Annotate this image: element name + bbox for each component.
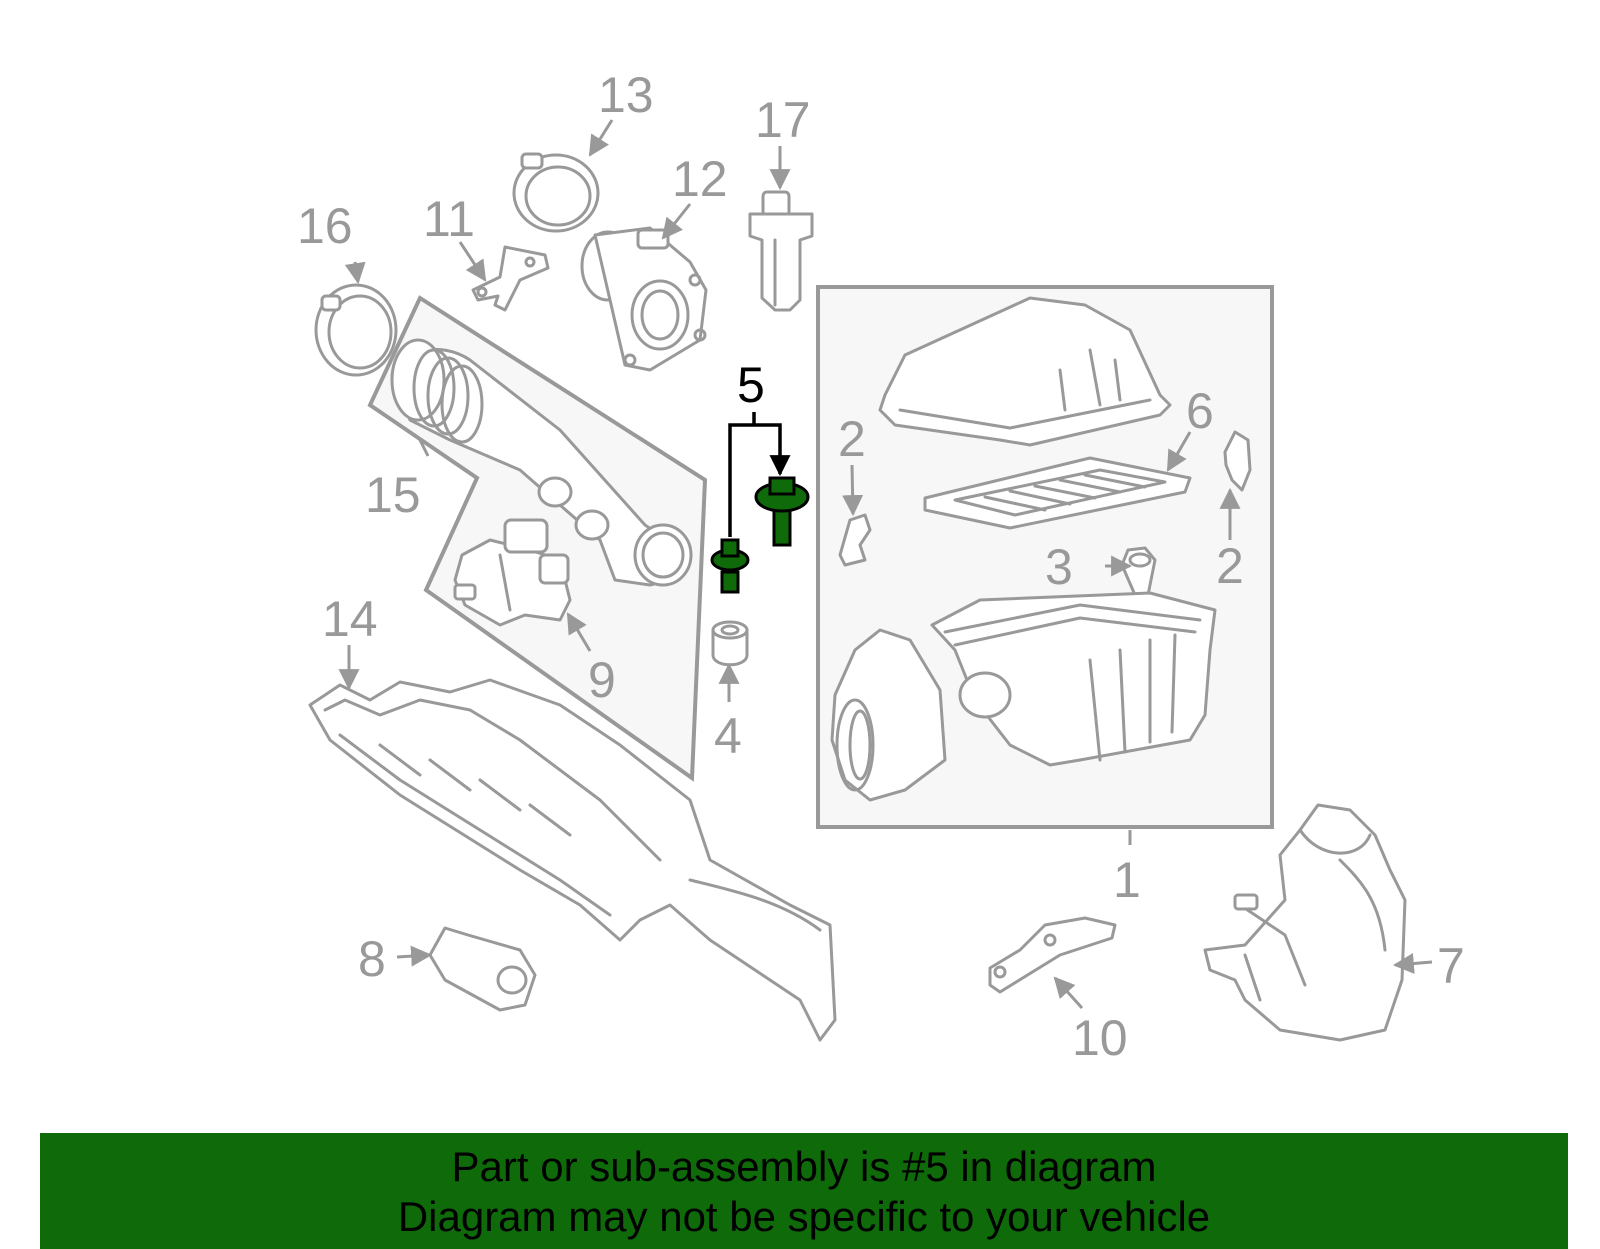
banner-line-disclaimer: Diagram may not be specific to your vehi… xyxy=(397,1193,1211,1240)
banner-line-part-number: Part or sub-assembly is #5 in diagram xyxy=(451,1143,1157,1190)
air-flow-sensor-17[interactable] xyxy=(748,190,814,312)
clip-2-left[interactable] xyxy=(838,513,872,567)
air-cleaner-case[interactable] xyxy=(930,591,1217,767)
callout-14: 14 xyxy=(322,591,378,647)
bracket-11[interactable] xyxy=(471,245,550,312)
callout-2-left: 2 xyxy=(838,411,866,467)
air-cleaner-lid[interactable] xyxy=(878,296,1172,447)
callout-5-bracket xyxy=(728,412,791,537)
air-cleaner-inlet[interactable] xyxy=(830,628,947,802)
clip-2-right[interactable] xyxy=(1223,430,1252,492)
callout-4: 4 xyxy=(714,708,742,764)
bolt-5-right[interactable] xyxy=(754,476,810,547)
bracket-8[interactable] xyxy=(428,926,537,1012)
info-banner: Part or sub-assembly is #5 in diagram Di… xyxy=(40,1133,1568,1249)
callout-2-right: 2 xyxy=(1216,538,1244,594)
throttle-body-12[interactable] xyxy=(580,226,708,372)
grommet-4[interactable] xyxy=(711,620,749,667)
clamp-16[interactable] xyxy=(314,283,398,377)
callout-12: 12 xyxy=(672,151,728,207)
callout-11: 11 xyxy=(423,191,475,247)
callout-15: 15 xyxy=(365,467,421,523)
callout-7: 7 xyxy=(1437,938,1465,994)
resonator-9[interactable] xyxy=(453,518,572,627)
intake-hose-15[interactable] xyxy=(390,338,693,587)
callout-9: 9 xyxy=(588,652,616,708)
callout-13: 13 xyxy=(598,67,654,123)
callout-10: 10 xyxy=(1072,1010,1128,1066)
clamp-13[interactable] xyxy=(512,152,600,233)
callout-17: 17 xyxy=(755,92,811,148)
callout-6: 6 xyxy=(1186,383,1214,439)
air-filter-6[interactable] xyxy=(923,456,1192,530)
callout-16: 16 xyxy=(297,198,353,254)
bracket-10[interactable] xyxy=(988,916,1117,994)
bolt-5-left[interactable] xyxy=(710,538,750,594)
callout-8: 8 xyxy=(358,931,386,987)
leader-lines xyxy=(338,119,1433,1010)
callout-1: 1 xyxy=(1113,852,1141,908)
intake-duct-14[interactable] xyxy=(308,678,837,1042)
resonator-7[interactable] xyxy=(1203,803,1407,1042)
callout-3: 3 xyxy=(1045,539,1073,595)
callout-5: 5 xyxy=(737,357,765,413)
